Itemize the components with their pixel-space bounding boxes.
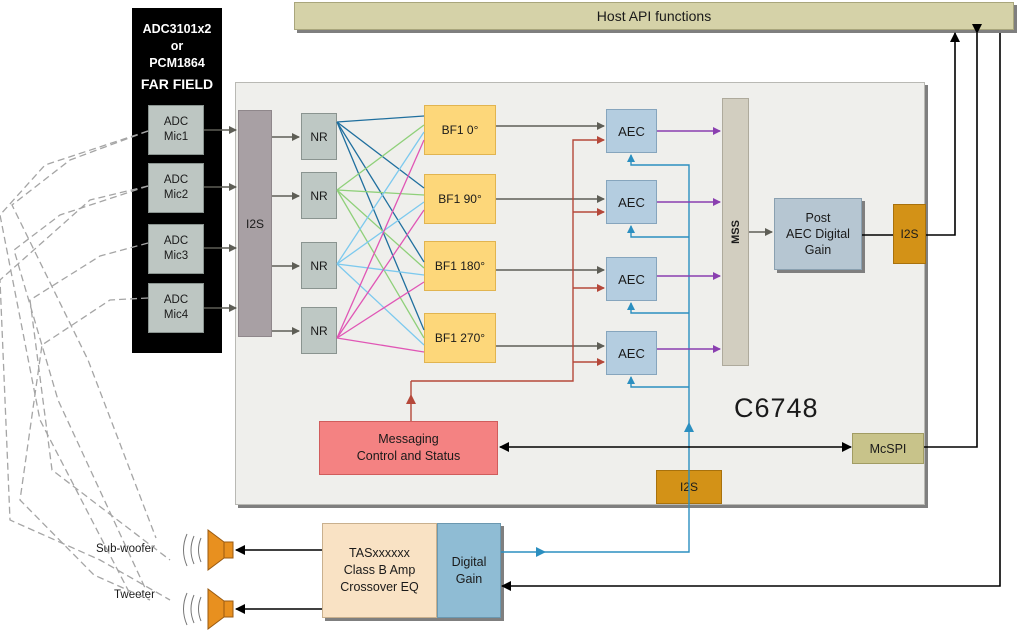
adc-mic-4: ADC Mic4 bbox=[148, 283, 204, 333]
aec-block-3: AEC bbox=[606, 257, 657, 301]
nr-block-3: NR bbox=[301, 242, 337, 289]
far-field-line-2: or bbox=[170, 39, 184, 53]
adc-mic-2: ADC Mic2 bbox=[148, 163, 204, 213]
bf-block-0: BF1 0° bbox=[424, 105, 496, 155]
digital-gain-block: Digital Gain bbox=[437, 523, 501, 618]
adc-mic-3: ADC Mic3 bbox=[148, 224, 204, 274]
aec-block-2: AEC bbox=[606, 180, 657, 224]
far-field-line-1: ADC3101x2 bbox=[142, 22, 212, 36]
far-field-line-3: PCM1864 bbox=[149, 56, 205, 70]
subwoofer-speaker-icon bbox=[183, 529, 234, 571]
aec-block-1: AEC bbox=[606, 109, 657, 153]
subwoofer-label: Sub-woofer bbox=[96, 543, 155, 555]
bf-block-90: BF1 90° bbox=[424, 174, 496, 224]
mss-block: MSS bbox=[722, 98, 749, 366]
far-field-line-4: FAR FIELD bbox=[140, 76, 214, 92]
host-api-label: Host API functions bbox=[596, 8, 712, 24]
messaging-block: Messaging Control and Status bbox=[319, 421, 498, 475]
mcspi-block: McSPI bbox=[852, 433, 924, 464]
adc-mic-1: ADC Mic1 bbox=[148, 105, 204, 155]
i2s-input-block: I2S bbox=[238, 110, 272, 337]
nr-block-2: NR bbox=[301, 172, 337, 219]
nr-block-1: NR bbox=[301, 113, 337, 160]
acoustic-paths bbox=[0, 130, 171, 601]
post-aec-gain-block: Post AEC Digital Gain bbox=[774, 198, 862, 270]
bf-block-270: BF1 270° bbox=[424, 313, 496, 363]
bf-block-180: BF1 180° bbox=[424, 241, 496, 291]
i2s-output-block: I2S bbox=[893, 204, 926, 264]
host-api-bar: Host API functions bbox=[294, 2, 1014, 30]
far-field-title: ADC3101x2 or PCM1864 FAR FIELD bbox=[132, 12, 222, 102]
chip-label: C6748 bbox=[734, 393, 819, 423]
amplifier-block: TASxxxxxx Class B Amp Crossover EQ bbox=[322, 523, 437, 618]
tweeter-speaker-icon bbox=[183, 588, 234, 630]
tweeter-label: Tweeter bbox=[114, 589, 155, 601]
aec-block-4: AEC bbox=[606, 331, 657, 375]
nr-block-4: NR bbox=[301, 307, 337, 354]
